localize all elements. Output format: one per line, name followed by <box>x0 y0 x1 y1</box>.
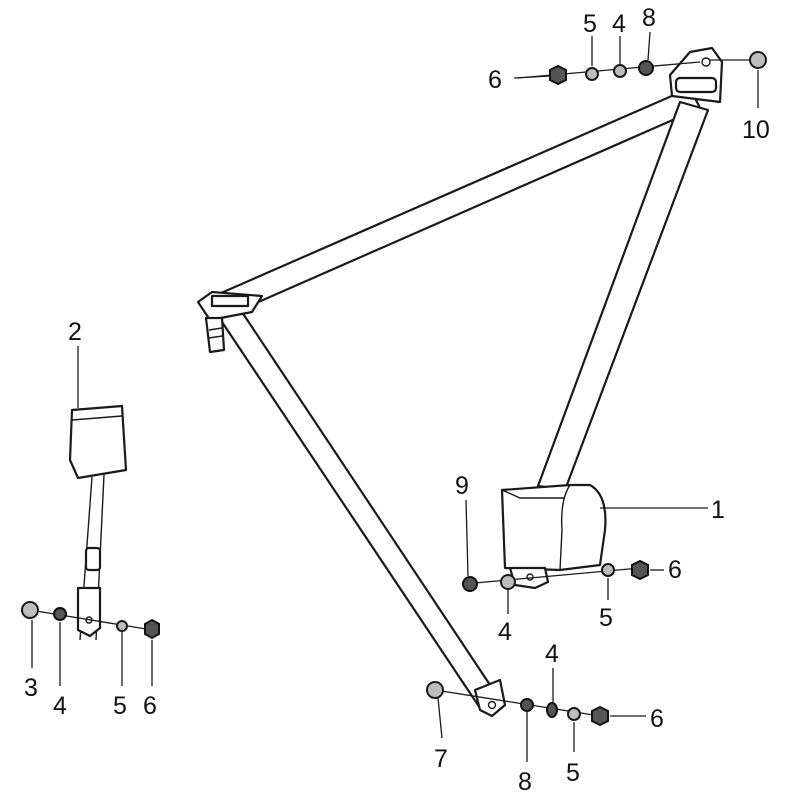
callout-10: 10 <box>742 116 770 144</box>
callout-5: 5 <box>599 604 613 632</box>
fasteners <box>21 51 767 727</box>
callout-6: 6 <box>143 692 157 720</box>
callout-5: 5 <box>566 759 580 787</box>
callout-5: 5 <box>583 10 597 38</box>
callout-7: 7 <box>434 745 448 773</box>
bolt-icon <box>749 51 767 69</box>
callout-8: 8 <box>518 768 532 796</box>
callout-numbers: 5 4 8 6 10 2 9 1 6 5 4 3 4 5 6 4 6 7 8 5 <box>24 4 770 796</box>
callout-9: 9 <box>455 472 469 500</box>
shoulder-guide <box>196 290 264 354</box>
callout-4: 4 <box>612 10 626 38</box>
callout-6: 6 <box>668 556 682 584</box>
callout-6: 6 <box>650 705 664 733</box>
callout-4: 4 <box>545 640 559 668</box>
seat-belt-webbing <box>203 86 710 710</box>
callout-3: 3 <box>24 674 38 702</box>
callout-4: 4 <box>53 692 67 720</box>
top-anchor-plate <box>668 46 724 104</box>
callout-4: 4 <box>498 618 512 646</box>
nut-icon <box>549 64 567 86</box>
callout-2: 2 <box>68 318 82 346</box>
callout-5: 5 <box>113 692 127 720</box>
lower-anchor-plate <box>473 678 507 718</box>
seat-belt-buckle <box>68 404 128 641</box>
callout-1: 1 <box>711 496 725 524</box>
callout-8: 8 <box>642 4 656 32</box>
callout-6: 6 <box>488 66 502 94</box>
callout-leaders <box>31 31 759 762</box>
